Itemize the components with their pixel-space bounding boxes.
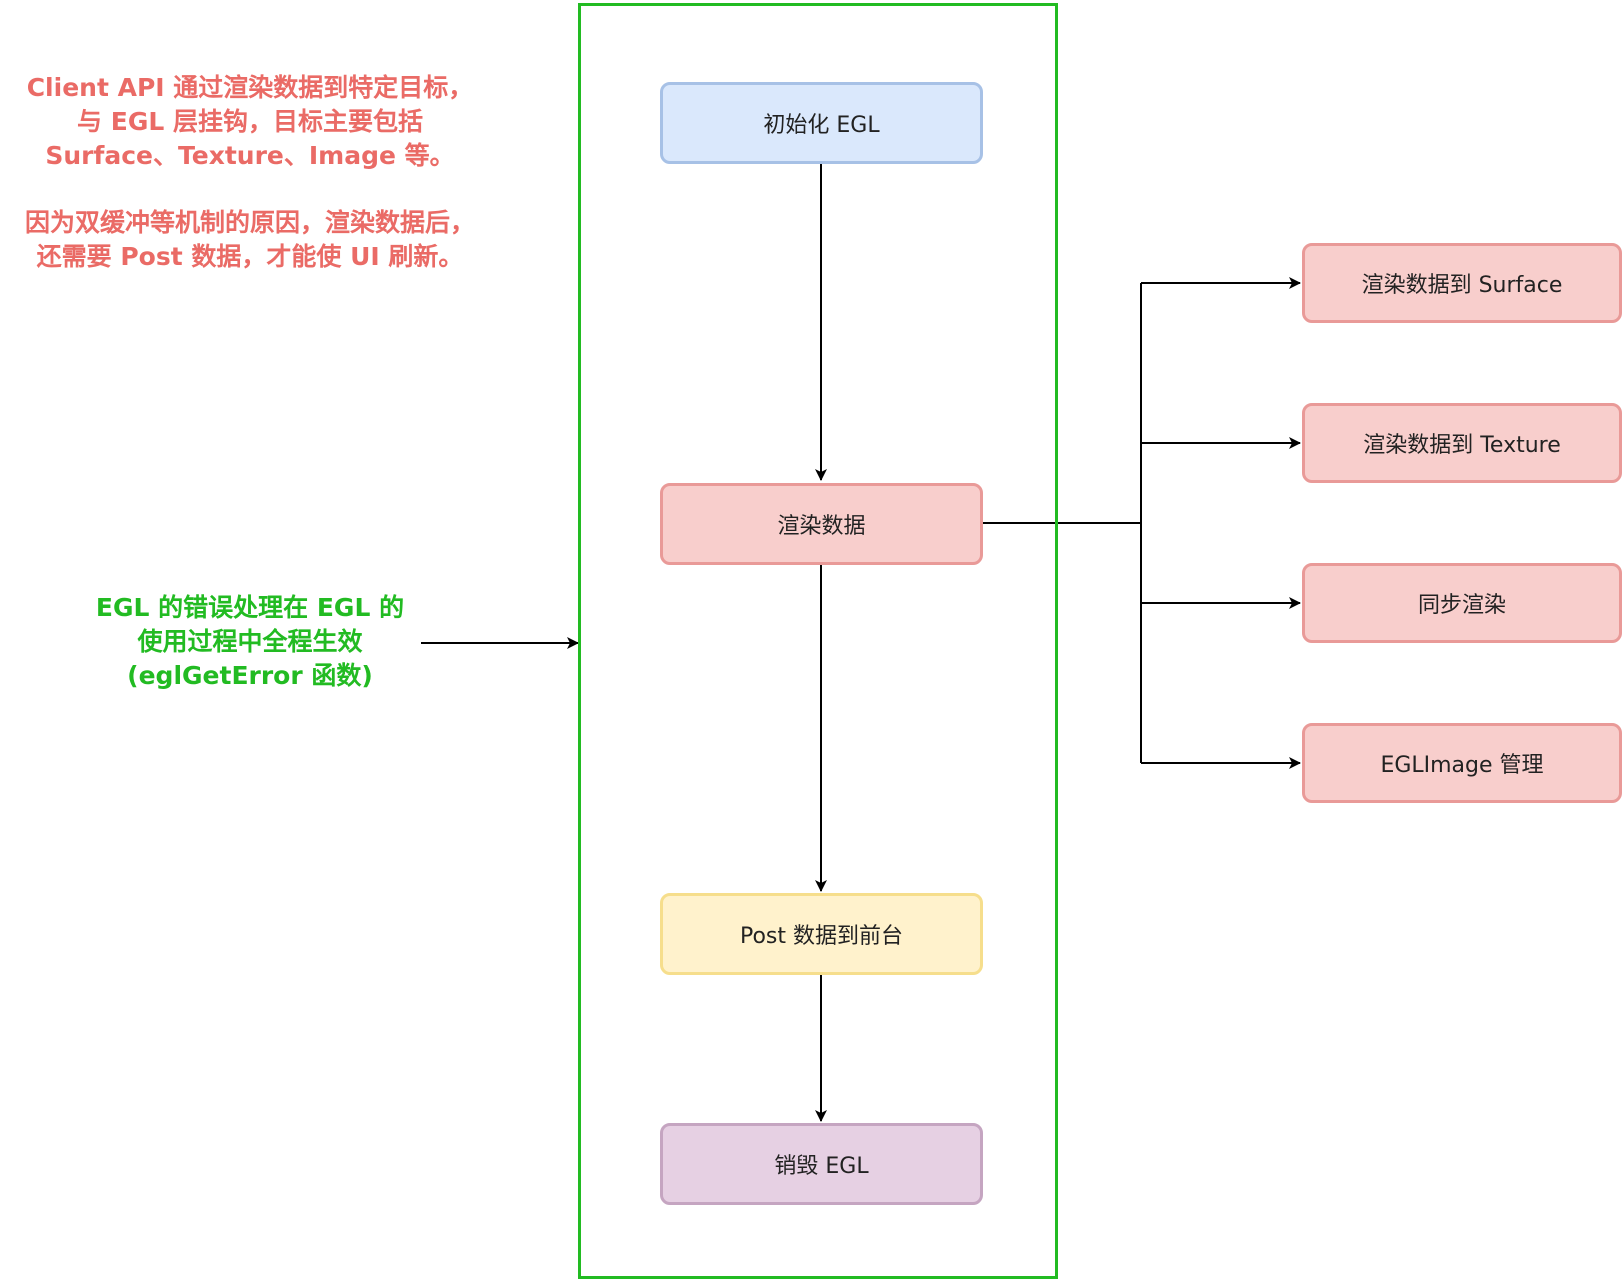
step-init-egl[interactable]: 初始化 EGL [660,82,983,164]
target-sync-render[interactable]: 同步渲染 [1302,563,1622,643]
error-handling-note-line-1: EGL 的错误处理在 EGL 的 [95,593,405,622]
egl-flow-container [578,3,1058,1279]
target-texture[interactable]: 渲染数据到 Texture [1302,403,1622,483]
target-eglimage[interactable]: EGLImage 管理 [1302,723,1622,803]
double-buffer-note: 因为双缓冲等机制的原因，渲染数据后， 还需要 Post 数据，才能使 UI 刷新… [0,206,500,274]
target-sync-render-label: 同步渲染 [1417,593,1506,618]
error-handling-note-line-2: 使用过程中全程生效 [137,627,363,656]
error-handling-note: EGL 的错误处理在 EGL 的 使用过程中全程生效 (eglGetError … [50,591,450,693]
double-buffer-note-line-1: 因为双缓冲等机制的原因，渲染数据后， [24,208,475,237]
step-init-egl-label: 初始化 EGL [763,113,880,138]
step-render-data[interactable]: 渲染数据 [660,483,983,565]
step-destroy-egl-label: 销毁 EGL [774,1154,869,1179]
client-api-note-line-1: Client API 通过渲染数据到特定目标， [26,73,474,102]
target-texture-label: 渲染数据到 Texture [1363,433,1561,458]
step-render-data-label: 渲染数据 [777,514,866,539]
step-destroy-egl[interactable]: 销毁 EGL [660,1123,983,1205]
target-surface[interactable]: 渲染数据到 Surface [1302,243,1622,323]
step-post-data[interactable]: Post 数据到前台 [660,893,983,975]
target-surface-label: 渲染数据到 Surface [1361,273,1563,298]
client-api-note-line-3: Surface、Texture、Image 等。 [45,141,455,170]
double-buffer-note-line-2: 还需要 Post 数据，才能使 UI 刷新。 [36,242,464,271]
client-api-note: Client API 通过渲染数据到特定目标， 与 EGL 层挂钩，目标主要包括… [0,71,500,173]
target-eglimage-label: EGLImage 管理 [1380,753,1544,778]
step-post-data-label: Post 数据到前台 [739,924,904,949]
client-api-note-line-2: 与 EGL 层挂钩，目标主要包括 [77,107,423,136]
error-handling-note-line-3: (eglGetError 函数) [127,661,373,690]
